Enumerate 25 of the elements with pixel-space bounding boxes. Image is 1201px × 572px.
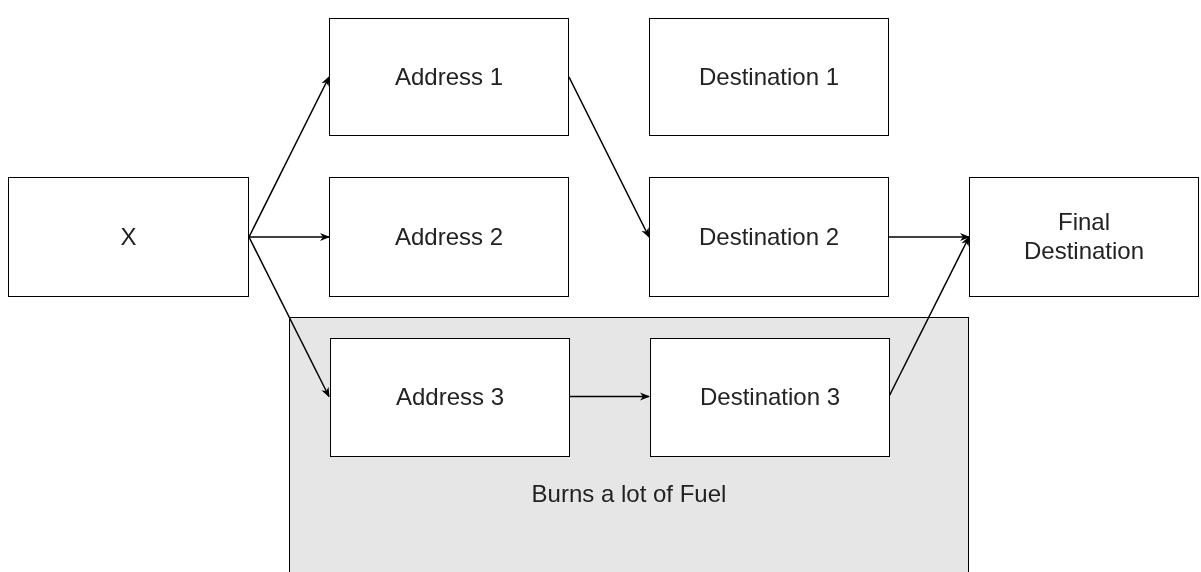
box-label: Address 1 [394, 62, 504, 92]
arrow [568, 392, 650, 401]
arrow [248, 233, 330, 241]
arrow [248, 76, 330, 238]
box-label: X [120, 222, 137, 252]
process-box [650, 338, 890, 457]
process-box [330, 338, 570, 457]
process-box [329, 18, 569, 136]
process-box [649, 18, 889, 136]
arrow [888, 236, 970, 398]
arrow [888, 233, 970, 241]
process-box [649, 177, 889, 297]
box-label: Address 2 [394, 222, 504, 252]
box-label: Destination 3 [699, 383, 841, 412]
process-box [969, 177, 1199, 297]
box-label: Destination 2 [698, 222, 840, 252]
process-box [329, 177, 569, 297]
box-label: Address 3 [395, 383, 505, 412]
process-box [8, 177, 249, 297]
arrow [568, 76, 650, 238]
box-label: Final Destination [1022, 208, 1146, 266]
arrow [248, 236, 330, 398]
region-label: Burns a lot of Fuel [530, 480, 728, 509]
box-label: Destination 1 [698, 62, 840, 92]
shaded-region [289, 317, 969, 572]
